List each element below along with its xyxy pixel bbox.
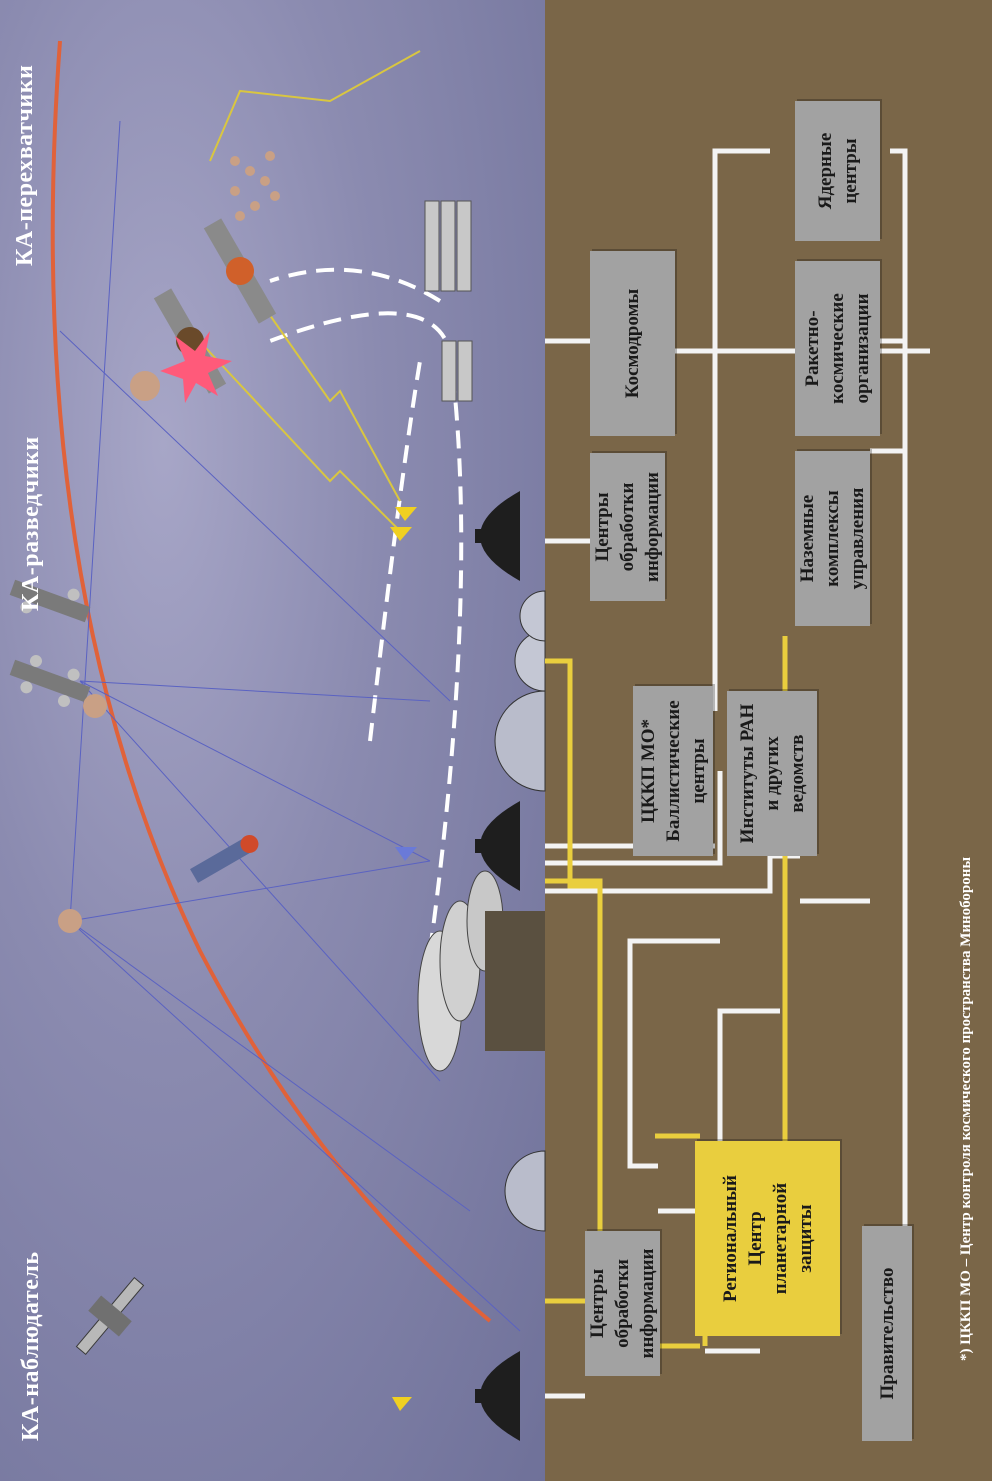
asteroid-icon xyxy=(83,694,107,718)
signal-arrow-1 xyxy=(392,1397,412,1411)
box-regional-center: Региональный Центр планетарной защиты xyxy=(695,1141,840,1336)
rocket-icon xyxy=(424,200,473,402)
box-tskkp: ЦККП МО* Баллистические центры xyxy=(633,686,713,856)
antenna-array-icon xyxy=(417,870,545,1072)
box-government: Правительство xyxy=(862,1226,912,1441)
observatory-dome-icon xyxy=(494,590,546,1232)
box-cosmodromes: Космодромы xyxy=(590,251,675,436)
box-ground-control: Наземные комплексы управления xyxy=(795,451,870,626)
radio-link-interceptor xyxy=(259,300,401,502)
signal-arrow-2 xyxy=(390,527,412,541)
white-links xyxy=(545,148,930,1399)
asteroid-icon xyxy=(58,909,82,933)
box-processing-left: Центры обработки информации xyxy=(585,1231,660,1376)
satellite-icon xyxy=(203,218,277,324)
intercept-trajectory-1 xyxy=(269,311,464,952)
satellite-icon xyxy=(75,1276,145,1356)
label-interceptors: КА-перехватчики xyxy=(12,64,38,266)
intercept-trajectory-3 xyxy=(269,267,442,303)
explosion-icon xyxy=(160,331,232,403)
observation-rays xyxy=(59,120,521,1332)
footnote: *) ЦККП МО – Центр контроля космического… xyxy=(958,856,974,1361)
asteroid-cluster xyxy=(230,151,280,221)
antenna-dish-icon xyxy=(475,491,520,1441)
box-institutes: Институты РАН и других ведомств xyxy=(727,691,817,856)
box-rocket-orgs: Ракетно- космические организации xyxy=(795,261,880,436)
asteroid-icon xyxy=(130,371,160,401)
signal-arrow-3 xyxy=(395,507,417,521)
satellite-icon xyxy=(9,655,91,707)
label-scouts: КА-разведчики xyxy=(18,436,44,611)
satellite-icon xyxy=(9,579,91,623)
radio-link-center xyxy=(189,330,401,532)
label-observer: КА-наблюдатель xyxy=(18,1251,44,1441)
box-nuclear: Ядерные центры xyxy=(795,101,880,241)
satellite-icon xyxy=(190,835,259,883)
intercept-trajectory-2 xyxy=(368,360,422,742)
signal-arrow-4 xyxy=(395,847,417,861)
orbit-arc xyxy=(50,40,492,1323)
radio-link-observer xyxy=(209,50,421,162)
box-processing-right: Центры обработки информации xyxy=(590,453,665,601)
